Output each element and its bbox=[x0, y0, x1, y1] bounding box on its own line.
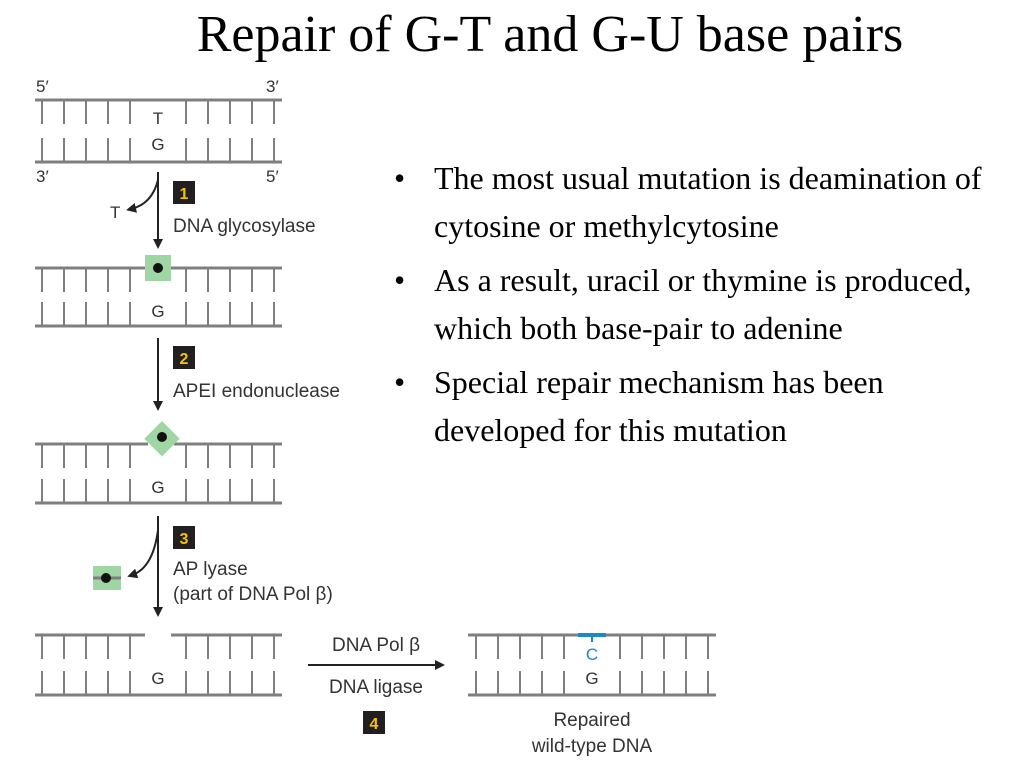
bullet-item: • The most usual mutation is deamination … bbox=[390, 154, 1010, 250]
bullet-icon: • bbox=[394, 364, 406, 400]
result-label: wild-type DNA bbox=[531, 736, 653, 757]
abasic-site-icon bbox=[153, 263, 163, 273]
step-number: 4 bbox=[370, 716, 379, 733]
five-prime-label: 5′ bbox=[36, 77, 49, 96]
result-label: Repaired bbox=[553, 710, 630, 731]
enzyme-note: (part of DNA Pol β) bbox=[173, 584, 333, 605]
bullet-item: • As a result, uracil or thymine is produ… bbox=[390, 256, 1010, 352]
released-base: T bbox=[110, 203, 120, 222]
partner-base: G bbox=[585, 669, 598, 688]
enzyme-label: APEI endonuclease bbox=[173, 381, 340, 402]
bullet-text: As a result, uracil or thymine is produc… bbox=[434, 262, 972, 346]
partner-base: G bbox=[151, 669, 164, 688]
partner-base: G bbox=[151, 478, 164, 497]
step-number-box bbox=[173, 181, 195, 204]
partner-base: G bbox=[151, 135, 164, 154]
step-number-box bbox=[173, 346, 195, 369]
release-arrow bbox=[127, 529, 159, 579]
bullet-item: • Special repair mechanism has been devel… bbox=[390, 358, 1010, 454]
bullet-list: • The most usual mutation is deamination … bbox=[390, 154, 1010, 460]
bullet-text: The most usual mutation is deamination o… bbox=[434, 160, 982, 244]
step-number-box bbox=[173, 526, 195, 549]
slide-title: Repair of G-T and G-U base pairs bbox=[196, 6, 904, 63]
repaired-base: C bbox=[586, 645, 598, 664]
three-prime-label: 3′ bbox=[266, 77, 279, 96]
step-number: 3 bbox=[180, 531, 189, 548]
dna-duplex-nicked: G bbox=[35, 421, 282, 505]
step-4: DNA Pol β DNA ligase 4 bbox=[308, 635, 445, 734]
step-1: T 1 DNA glycosylase bbox=[110, 172, 316, 249]
enzyme-label: DNA Pol β bbox=[332, 635, 420, 656]
step-number-box bbox=[363, 711, 385, 734]
dna-duplex-abasic: G bbox=[35, 255, 282, 328]
three-prime-label: 3′ bbox=[36, 167, 49, 186]
five-prime-label: 5′ bbox=[266, 167, 279, 186]
mismatch-base: T bbox=[153, 109, 163, 128]
dna-duplex-mismatch: 5′ 3′ 3′ 5′ T G bbox=[35, 77, 282, 186]
release-arrow bbox=[126, 179, 159, 213]
bullet-icon: • bbox=[394, 262, 406, 298]
partner-base: G bbox=[151, 302, 164, 321]
step-3: 3 AP lyase (part of DNA Pol β) bbox=[93, 516, 333, 617]
dna-duplex-repaired: C G Repaired wild-type DNA bbox=[468, 633, 716, 757]
bullet-icon: • bbox=[394, 160, 406, 196]
step-2: 2 APEI endonuclease bbox=[153, 338, 340, 411]
bullet-text: Special repair mechanism has been develo… bbox=[434, 364, 884, 448]
abasic-site-icon bbox=[157, 432, 167, 442]
enzyme-label: DNA ligase bbox=[329, 677, 423, 698]
step-number: 2 bbox=[180, 351, 189, 368]
dna-duplex-gapped: G bbox=[35, 633, 282, 697]
step-number: 1 bbox=[180, 186, 189, 203]
enzyme-label: DNA glycosylase bbox=[173, 216, 316, 237]
enzyme-label: AP lyase bbox=[173, 559, 248, 580]
released-sugar-icon bbox=[101, 573, 111, 583]
